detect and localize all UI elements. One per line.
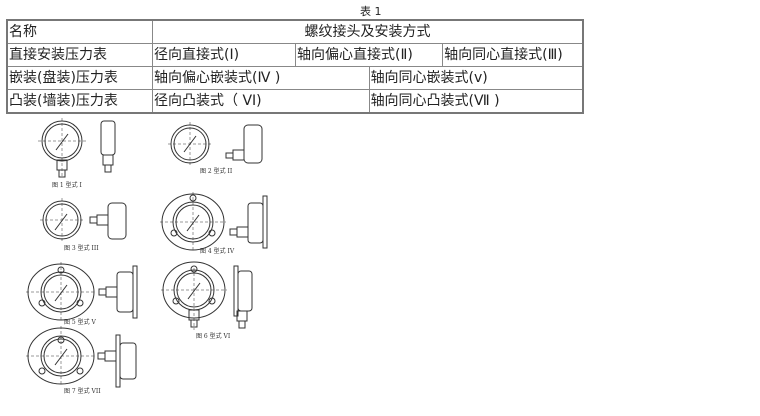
header-cell: 名称 xyxy=(6,19,153,44)
figure-caption: 图 7 型式 VII xyxy=(64,387,101,395)
cell: 径向直接式(Ⅰ) xyxy=(152,43,296,67)
cell: 轴向偏心直接式(Ⅱ) xyxy=(294,43,444,67)
header-cell: 螺纹接头及安装方式 xyxy=(152,19,584,44)
figure-7: 图 7 型式 VII xyxy=(26,326,137,395)
figure-caption: 图 4 型式 IV xyxy=(200,247,235,255)
cell: 凸装(墙装)压力表 xyxy=(6,89,153,114)
figure-6: 图 6 型式 VI xyxy=(161,261,253,340)
figure-1: 图 1 型式 I xyxy=(38,118,116,189)
figure-caption: 图 2 型式 II xyxy=(200,167,233,175)
cell: 嵌装(盘装)压力表 xyxy=(6,66,153,90)
figure-caption: 图 5 型式 V xyxy=(64,318,97,326)
table-row: 直接安装压力表 径向直接式(Ⅰ) 轴向偏心直接式(Ⅱ) 轴向同心直接式(Ⅲ) xyxy=(6,43,584,67)
cell: 轴向同心直接式(Ⅲ) xyxy=(442,43,584,67)
cell: 轴向同心嵌装式(v) xyxy=(368,66,584,90)
cell: 轴向同心凸装式(Ⅶ ) xyxy=(368,89,584,114)
figure-3: 图 3 型式 III xyxy=(40,198,127,252)
cell: 直接安装压力表 xyxy=(6,43,153,67)
figure-5: 图 5 型式 V xyxy=(26,262,138,326)
cell: 径向凸装式（ VI) xyxy=(152,89,370,114)
figure-4: 图 4 型式 IV xyxy=(160,192,268,255)
table-caption: 表 1 xyxy=(360,5,382,18)
installation-table: 名称 螺纹接头及安装方式 直接安装压力表 径向直接式(Ⅰ) 轴向偏心直接式(Ⅱ)… xyxy=(6,19,584,114)
figure-caption: 图 1 型式 I xyxy=(52,181,83,189)
table-row: 凸装(墙装)压力表 径向凸装式（ VI) 轴向同心凸装式(Ⅶ ) xyxy=(6,89,584,114)
cell: 轴向偏心嵌装式(Ⅳ ) xyxy=(152,66,370,90)
table-header-row: 名称 螺纹接头及安装方式 xyxy=(6,19,584,44)
table-row: 嵌装(盘装)压力表 轴向偏心嵌装式(Ⅳ ) 轴向同心嵌装式(v) xyxy=(6,66,584,90)
gauge-diagrams: 图 1 型式 I 图 2 型式 II 图 3 型式 III 图 4 型式 IV xyxy=(26,118,268,395)
figure-2: 图 2 型式 II xyxy=(168,122,263,175)
figure-caption: 图 3 型式 III xyxy=(64,244,99,252)
figure-caption: 图 6 型式 VI xyxy=(196,332,231,340)
